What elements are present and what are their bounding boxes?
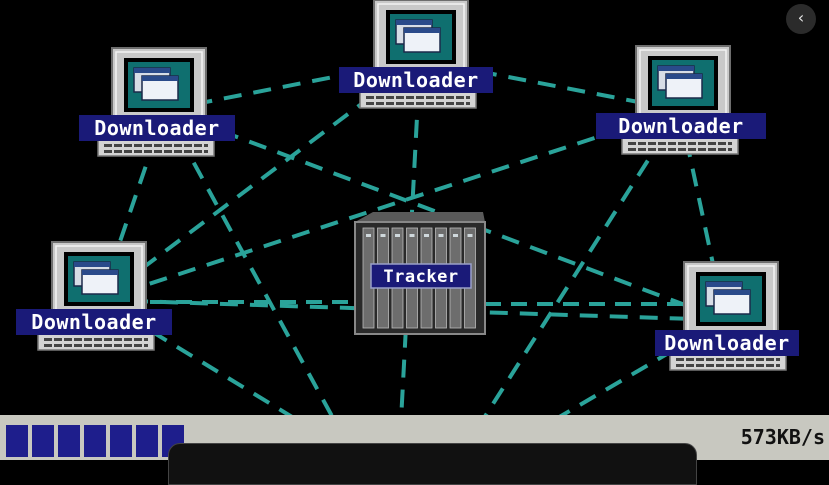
connection-line: [164, 108, 726, 322]
progress-block: [58, 425, 80, 457]
progress-block: [6, 425, 28, 457]
connection-line: [99, 108, 681, 302]
rack-led: [366, 234, 371, 237]
node-label: Downloader: [94, 116, 219, 140]
rack-led: [380, 234, 386, 237]
progress-bar: [6, 425, 184, 457]
downloader-node: Downloader: [596, 45, 766, 155]
downloader-node: Downloader: [16, 241, 172, 351]
download-speed: 573KB/s: [740, 425, 825, 449]
back-button[interactable]: ‹: [786, 4, 816, 34]
network-diagram: Tracker DownloaderDownloaderDownloaderDo…: [16, 0, 799, 442]
rack-led: [395, 234, 400, 237]
node-label-background: [596, 113, 766, 139]
progress-block: [136, 425, 158, 457]
downloader-node: Downloader: [79, 47, 235, 157]
downloader-node: Downloader: [655, 261, 799, 371]
node-label-background: [79, 115, 235, 141]
progress-block: [32, 425, 54, 457]
bottom-panel: [168, 443, 697, 485]
node-label: Downloader: [618, 114, 743, 138]
node-label-background: [339, 67, 493, 93]
node-label-background: [655, 330, 799, 356]
tracker-server: Tracker: [354, 212, 486, 335]
node-label: Downloader: [353, 68, 478, 92]
rack-led: [453, 234, 458, 237]
rack-led: [424, 234, 429, 237]
connection-line: [468, 108, 682, 442]
chevron-left-icon: ‹: [797, 8, 805, 27]
rack-led: [467, 234, 473, 237]
tracker-label: Tracker: [383, 267, 458, 287]
node-label: Downloader: [664, 331, 789, 355]
rack-led: [409, 234, 415, 237]
node-label: Downloader: [31, 310, 156, 334]
rack-led: [438, 234, 444, 237]
downloader-node: Downloader: [339, 0, 493, 109]
progress-block: [84, 425, 106, 457]
connection-line: [163, 109, 347, 441]
node-label-background: [16, 309, 172, 335]
progress-block: [110, 425, 132, 457]
